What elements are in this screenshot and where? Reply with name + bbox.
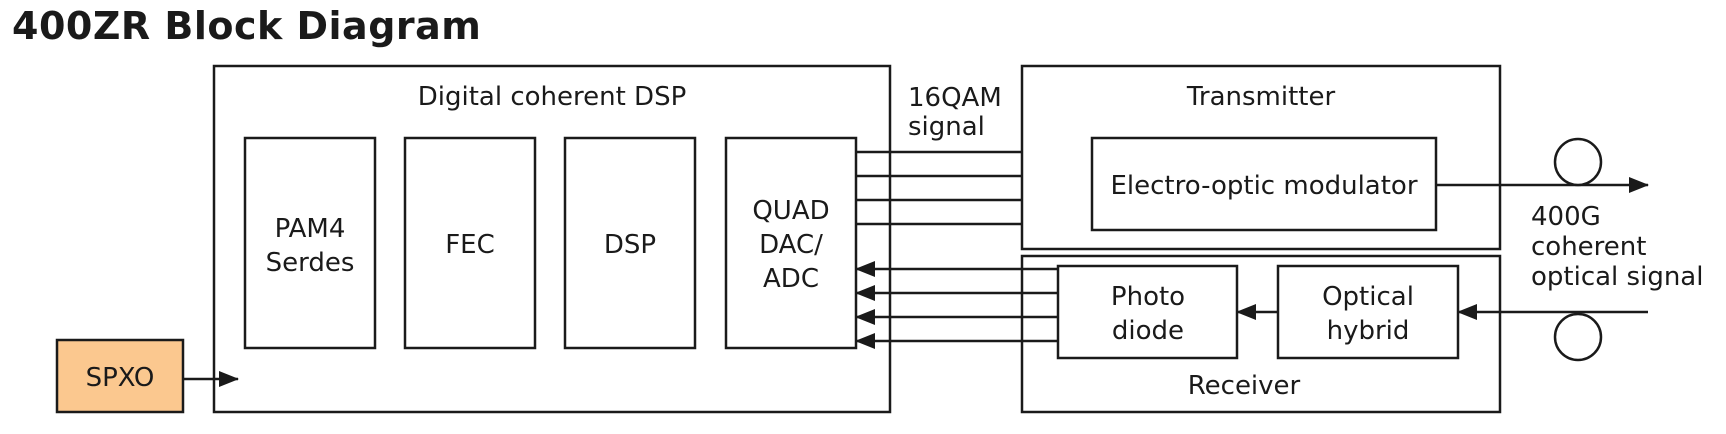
dsp-inner-block (563, 136, 697, 350)
input-fiber-coil-icon (1553, 312, 1603, 362)
optical-hybrid-label-line2: hybrid (1327, 316, 1410, 346)
spxo-label: SPXO (86, 363, 155, 393)
receiver-label: Receiver (1188, 371, 1301, 401)
quad-label-line1: QUAD (752, 196, 829, 226)
dsp-block-label: Digital coherent DSP (418, 82, 687, 112)
optical-hybrid-block (1276, 264, 1460, 360)
photo-diode-label-line2: diode (1112, 316, 1184, 346)
signal-label-line1: 16QAM (908, 83, 1002, 113)
fec-block (403, 136, 537, 350)
diagram-title: 400ZR Block Diagram (12, 4, 482, 48)
output-label-line1: 400G (1531, 202, 1601, 232)
optical-hybrid-label-line1: Optical (1322, 282, 1414, 312)
output-label-line3: optical signal (1531, 262, 1703, 292)
spxo-block (55, 338, 185, 414)
quad-label-line3: ADC (763, 264, 819, 294)
photo-diode-label-line1: Photo (1111, 282, 1185, 312)
quad-label-line2: DAC/ (759, 230, 823, 260)
dsp-inner-label: DSP (604, 230, 656, 260)
output-fiber-coil-icon (1553, 137, 1603, 187)
output-label-line2: coherent (1531, 232, 1646, 262)
modulator-label: Electro-optic modulator (1110, 171, 1417, 201)
fec-label: FEC (445, 230, 495, 260)
pam4-serdes-block (243, 136, 377, 350)
photo-diode-block (1056, 264, 1239, 360)
modulator-block (1090, 136, 1438, 232)
pam4-label-line2: Serdes (266, 248, 355, 278)
transmitter-label: Transmitter (1186, 82, 1336, 112)
quad-dac-adc-block (724, 136, 858, 350)
signal-label-line2: signal (908, 112, 985, 142)
pam4-label-line1: PAM4 (275, 214, 346, 244)
